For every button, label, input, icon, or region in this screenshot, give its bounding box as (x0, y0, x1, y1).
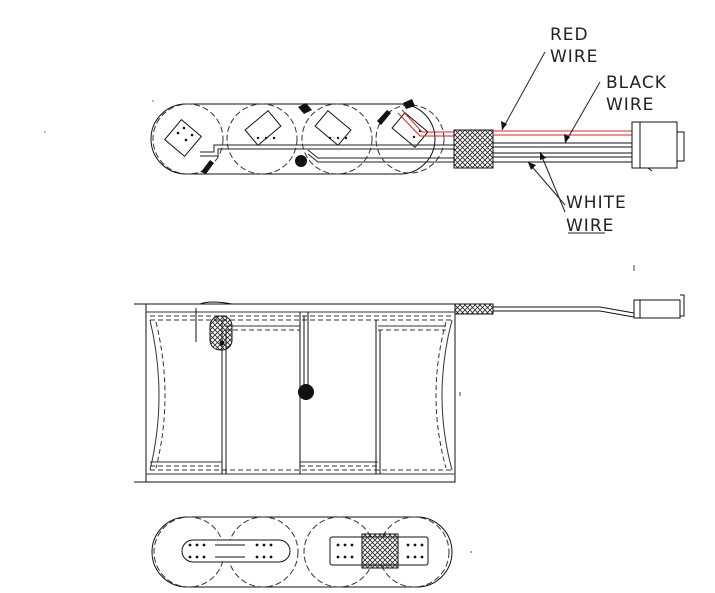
black-wire-label-line2: WIRE (606, 95, 654, 115)
white-wire-label-line1: WHITE (566, 193, 627, 213)
pack-outline (150, 103, 436, 175)
side-leads (493, 306, 635, 318)
end-heat-shrink (361, 533, 399, 569)
end-tabs (181, 533, 429, 569)
leader-arrowheads (501, 121, 570, 170)
insulator-wedges (201, 99, 415, 174)
side-center-wire (298, 312, 314, 400)
white-wire-label-line2: WIRE (566, 216, 614, 236)
leader-lines (501, 51, 605, 234)
end-terminal-dots (188, 543, 424, 559)
red-wire-label-line1: RED (550, 25, 589, 45)
cell-circles (152, 103, 445, 175)
side-solder-point (298, 384, 314, 400)
end-outline (151, 516, 453, 588)
side-heat-shrink (454, 303, 494, 315)
wire-labels: RED WIRE BLACK WIRE WHITE WIRE (550, 25, 667, 236)
drafting-marks (44, 100, 154, 133)
terminal-tabs (163, 109, 429, 158)
internal-wire-bundle (200, 144, 455, 164)
heat-shrink-sleeve (453, 129, 494, 169)
end-view (151, 516, 472, 588)
red-wire-label-line2: WIRE (550, 47, 598, 67)
red-wire-internal (397, 109, 455, 137)
external-wires (493, 130, 632, 163)
end-caps (149, 319, 453, 471)
black-wire-label-line1: BLACK (606, 73, 667, 93)
terminal-dots (176, 126, 422, 142)
top-view (150, 51, 685, 234)
connector-side (633, 294, 685, 319)
side-view (134, 265, 685, 483)
side-tab (195, 301, 233, 351)
side-outline (146, 303, 456, 483)
connector-top (631, 121, 685, 172)
solder-point (295, 155, 307, 167)
